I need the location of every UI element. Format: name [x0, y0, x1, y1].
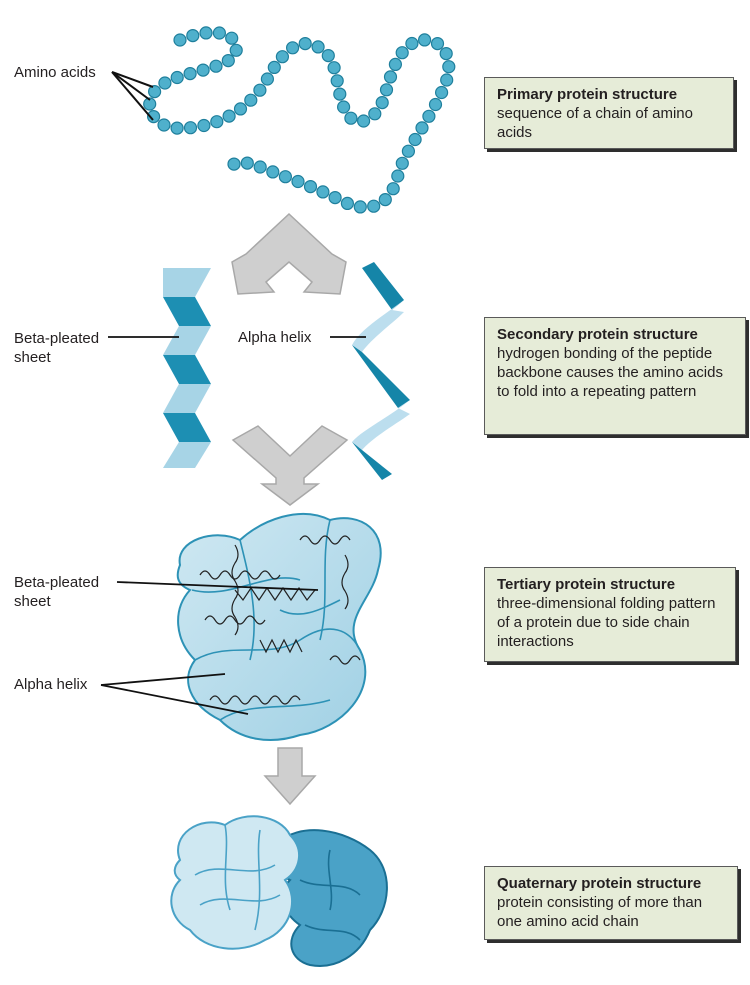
amino-acid-bead — [402, 145, 414, 157]
primary-structure-text: sequence of a chain of amino acids — [497, 104, 725, 142]
amino-acid-bead — [299, 38, 311, 50]
amino-acid-bead — [432, 38, 444, 50]
amino-acid-bead — [376, 97, 388, 109]
amino-acid-bead — [416, 122, 428, 134]
amino-acid-bead — [423, 110, 435, 122]
down-arrow — [265, 748, 315, 804]
tertiary-structure-text: three-dimensional folding pattern of a p… — [497, 594, 727, 651]
amino-acid-bead — [409, 134, 421, 146]
amino-acid-bead — [287, 42, 299, 54]
amino-acid-bead — [379, 194, 391, 206]
amino-acid-bead — [389, 58, 401, 70]
amino-acid-bead — [210, 60, 222, 72]
amino-acid-bead — [174, 34, 186, 46]
amino-acid-bead — [223, 110, 235, 122]
amino-acid-bead — [396, 47, 408, 59]
tertiary-structure-box: Tertiary protein structure three-dimensi… — [484, 567, 736, 662]
amino-acid-bead — [305, 181, 317, 193]
amino-acid-bead — [387, 183, 399, 195]
amino-acid-bead — [276, 51, 288, 63]
amino-acid-bead — [358, 115, 370, 127]
amino-acid-bead — [322, 50, 334, 62]
amino-acid-bead — [211, 116, 223, 128]
amino-acid-bead — [354, 201, 366, 213]
amino-acid-bead — [267, 166, 279, 178]
amino-acid-bead — [441, 74, 453, 86]
amino-acids-leader-lines — [112, 72, 153, 120]
amino-acid-bead — [443, 61, 455, 73]
alpha-helix — [352, 262, 410, 480]
amino-acid-bead — [171, 72, 183, 84]
amino-acid-bead — [149, 86, 161, 98]
amino-acid-bead — [329, 192, 341, 204]
amino-acid-bead — [430, 99, 442, 111]
quaternary-structure-title: Quaternary protein structure — [497, 874, 729, 893]
amino-acid-bead — [381, 84, 393, 96]
amino-acid-bead — [235, 103, 247, 115]
amino-acid-bead — [226, 32, 238, 44]
beta-pleated-sheet-label: Beta-pleated sheet — [14, 329, 114, 367]
amino-acid-bead — [440, 48, 452, 60]
amino-acid-bead — [230, 44, 242, 56]
amino-acid-bead — [334, 88, 346, 100]
amino-acid-bead — [159, 77, 171, 89]
amino-acid-bead — [338, 101, 350, 113]
amino-acid-bead — [385, 71, 397, 83]
amino-acid-bead — [392, 170, 404, 182]
amino-acid-bead — [419, 34, 431, 46]
amino-acid-bead — [345, 112, 357, 124]
amino-acid-bead — [185, 122, 197, 134]
amino-acids-label: Amino acids — [14, 63, 96, 82]
primary-structure-title: Primary protein structure — [497, 85, 725, 104]
alpha-helix-label: Alpha helix — [238, 328, 311, 347]
amino-acid-bead — [368, 200, 380, 212]
secondary-structure-text: hydrogen bonding of the peptide backbone… — [497, 344, 737, 401]
amino-acid-bead — [369, 108, 381, 120]
secondary-structure-title: Secondary protein structure — [497, 325, 737, 344]
quaternary-structure — [171, 816, 387, 966]
amino-acid-chain — [144, 27, 455, 213]
amino-acid-bead — [279, 171, 291, 183]
amino-acid-bead — [197, 64, 209, 76]
merge-arrow — [233, 426, 347, 505]
amino-acid-bead — [171, 122, 183, 134]
amino-acid-bead — [328, 62, 340, 74]
amino-acid-bead — [213, 27, 225, 39]
amino-acid-bead — [312, 41, 324, 53]
tertiary-structure-title: Tertiary protein structure — [497, 575, 727, 594]
tertiary-beta-pleated-sheet-label: Beta-pleated sheet — [14, 573, 114, 611]
amino-acid-bead — [436, 87, 448, 99]
split-arrow — [232, 214, 346, 294]
amino-acid-bead — [245, 94, 257, 106]
amino-acid-bead — [222, 55, 234, 67]
amino-acid-bead — [254, 84, 266, 96]
amino-acid-bead — [396, 157, 408, 169]
amino-acid-bead — [406, 38, 418, 50]
amino-acid-bead — [187, 30, 199, 42]
secondary-structure-box: Secondary protein structure hydrogen bon… — [484, 317, 746, 435]
primary-structure-box: Primary protein structure sequence of a … — [484, 77, 734, 149]
amino-acid-bead — [331, 75, 343, 87]
amino-acid-bead — [200, 27, 212, 39]
amino-acid-bead — [198, 120, 210, 132]
tertiary-alpha-helix-label: Alpha helix — [14, 675, 87, 694]
amino-acid-bead — [341, 197, 353, 209]
amino-acid-bead — [292, 176, 304, 188]
beta-pleated-sheet — [163, 268, 211, 468]
amino-acid-bead — [184, 68, 196, 80]
quaternary-structure-box: Quaternary protein structure protein con… — [484, 866, 738, 940]
amino-acid-bead — [228, 158, 240, 170]
amino-acid-bead — [268, 61, 280, 73]
amino-acid-bead — [254, 161, 266, 173]
amino-acid-bead — [261, 73, 273, 85]
quaternary-structure-text: protein consisting of more than one amin… — [497, 893, 729, 931]
amino-acid-bead — [241, 157, 253, 169]
amino-acid-bead — [317, 186, 329, 198]
amino-acid-bead — [158, 119, 170, 131]
